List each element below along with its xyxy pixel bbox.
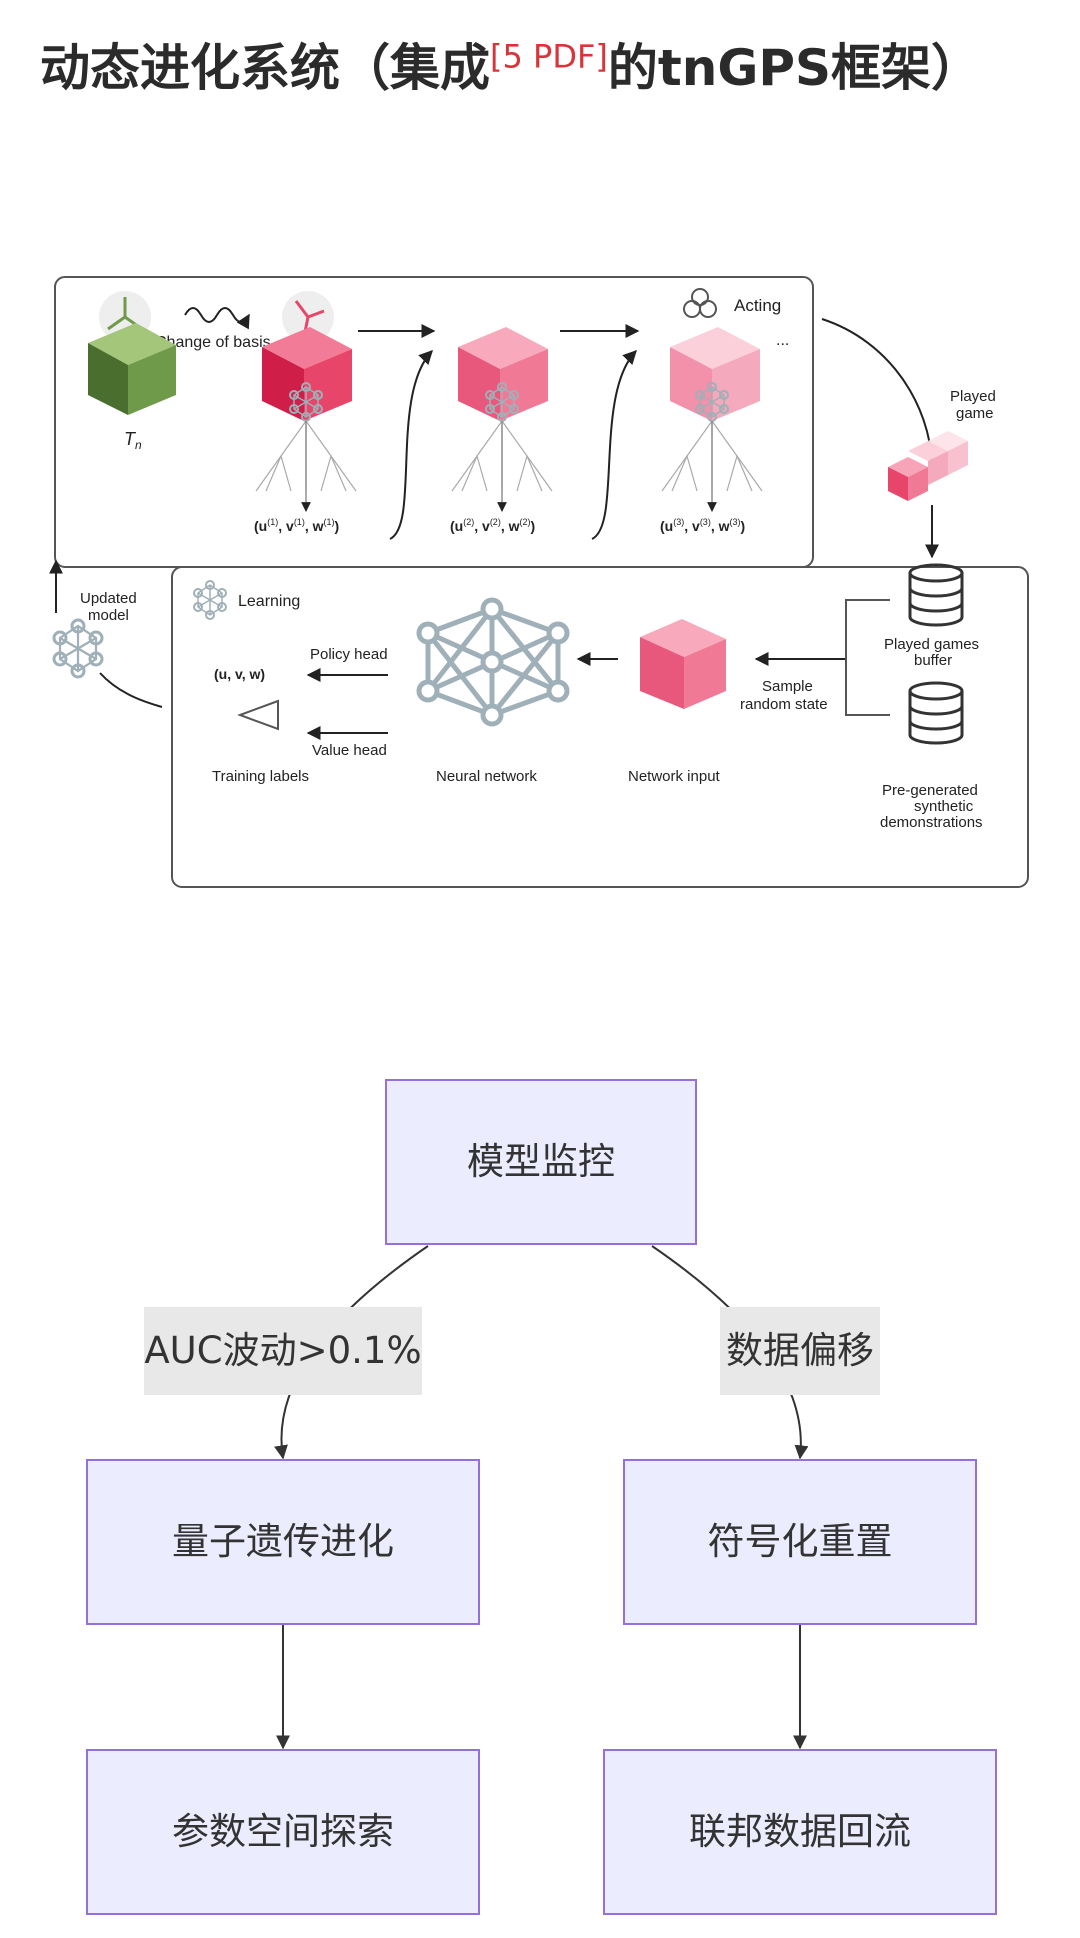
ellipsis: ... bbox=[776, 332, 789, 349]
training-labels: Training labels bbox=[212, 768, 309, 785]
node-model-monitoring-label: 模型监控 bbox=[467, 1140, 615, 1183]
title-suffix: 的tnGPS框架） bbox=[607, 39, 982, 97]
left-edge-label: AUC波动>0.1% bbox=[144, 1329, 421, 1372]
green-cube bbox=[88, 323, 176, 415]
value-triangle bbox=[237, 699, 279, 731]
cube-step-3 bbox=[670, 327, 760, 421]
node-quantum-genetic[interactable]: 量子遗传进化 bbox=[86, 1459, 480, 1625]
policy-head-label: Policy head bbox=[310, 646, 388, 663]
node-federated-backflow-label: 联邦数据回流 bbox=[689, 1810, 911, 1853]
cube-step-1 bbox=[262, 327, 352, 421]
left-edge-label-bg bbox=[144, 1307, 422, 1395]
network-input-label: Network input bbox=[628, 768, 721, 785]
node-symbolic-reset[interactable]: 符号化重置 bbox=[623, 1459, 977, 1625]
right-edge-label-bg bbox=[720, 1307, 880, 1395]
value-head-label: Value head bbox=[312, 742, 387, 759]
acting-label: Acting bbox=[734, 296, 781, 315]
page-title: 动态进化系统（集成[5 PDF]的tnGPS框架） bbox=[40, 20, 1040, 116]
step-label-1: (u(1), v(1), w(1)) bbox=[254, 517, 339, 534]
title-prefix: 动态进化系统（集成 bbox=[40, 39, 490, 97]
step-label-3: (u(3), v(3), w(3)) bbox=[660, 517, 745, 534]
learning-label: Learning bbox=[238, 593, 300, 610]
evolution-flowchart: AUC波动>0.1% 数据偏移 模型监控 量子遗传进化 符号化重置 参数空间探索… bbox=[86, 1079, 997, 1915]
learning-icon bbox=[193, 580, 227, 620]
neural-network-label: Neural network bbox=[436, 768, 537, 785]
neural-network-icon bbox=[416, 597, 570, 727]
citation-link[interactable]: [5 PDF] bbox=[490, 37, 608, 76]
played-games-buffer-icon bbox=[908, 563, 964, 627]
pregenerated-icon bbox=[908, 681, 964, 745]
step-label-2: (u(2), v(2), w(2)) bbox=[450, 517, 535, 534]
node-federated-backflow[interactable]: 联邦数据回流 bbox=[603, 1749, 997, 1915]
tn-symbol: Tn bbox=[124, 429, 142, 452]
node-model-monitoring[interactable]: 模型监控 bbox=[385, 1079, 697, 1245]
network-input-cube bbox=[640, 619, 726, 709]
updated-model-icon bbox=[52, 618, 104, 679]
change-basis-label: Change of basis bbox=[155, 334, 271, 351]
played-game-cubes bbox=[888, 431, 968, 501]
node-symbolic-reset-label: 符号化重置 bbox=[708, 1520, 893, 1563]
node-quantum-genetic-label: 量子遗传进化 bbox=[172, 1520, 394, 1563]
uvw-output: (u, v, w) bbox=[214, 666, 265, 682]
tngps-diagram: Acting Change of basis Tn bbox=[49, 276, 1029, 888]
acting-icon bbox=[683, 288, 717, 318]
node-param-space-label: 参数空间探索 bbox=[172, 1810, 394, 1853]
right-edge-label: 数据偏移 bbox=[726, 1329, 874, 1372]
cube-step-2 bbox=[458, 327, 548, 421]
node-param-space[interactable]: 参数空间探索 bbox=[86, 1749, 480, 1915]
